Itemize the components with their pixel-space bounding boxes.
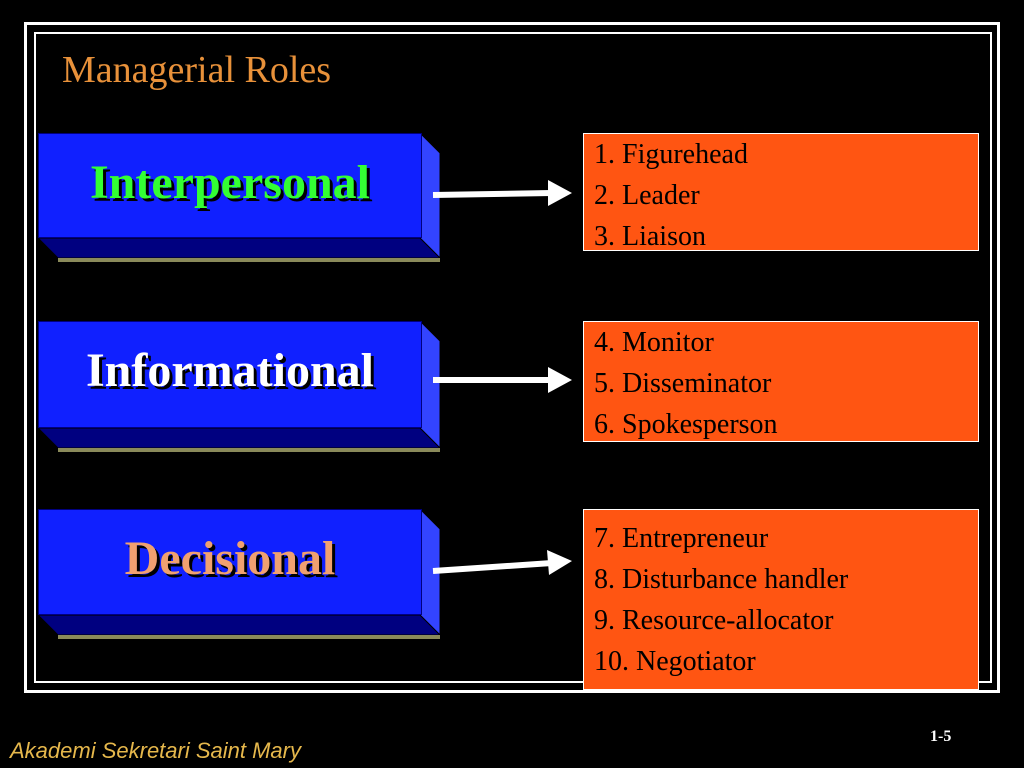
- arrow-3: [432, 550, 572, 575]
- role-label-interpersonal: Interpersonal: [90, 156, 370, 209]
- slide-title: Managerial Roles: [62, 49, 332, 91]
- footer-institution: Akademi Sekretari Saint Mary: [10, 738, 301, 763]
- list-item: 1. Figurehead: [594, 139, 748, 170]
- role-box-bevel-2: [36, 319, 442, 452]
- role-box-face: [38, 509, 422, 615]
- list-item: 8. Disturbance handler: [594, 564, 849, 595]
- role-box-bevel-3: [36, 507, 442, 639]
- slide-outer-frame: [24, 22, 1000, 693]
- role-label-decisional: Decisional: [124, 532, 336, 585]
- list-item: 5. Disseminator: [594, 368, 772, 399]
- list-item: 3. Liaison: [594, 221, 706, 252]
- list-item: 6. Spokesperson: [594, 409, 778, 440]
- role-box-face: [38, 321, 422, 428]
- role-list-decisional: 7. Entrepreneur 8. Disturbance handler 9…: [583, 509, 979, 690]
- role-box-face: [38, 133, 422, 238]
- list-item: 10. Negotiator: [594, 646, 756, 677]
- role-box-bevel-1: [36, 131, 442, 262]
- arrow-1: [432, 180, 572, 206]
- list-item: 4. Monitor: [594, 327, 714, 358]
- role-label-informational: Informational: [86, 344, 374, 397]
- slide-inner-frame: [34, 32, 992, 683]
- list-item: 2. Leader: [594, 180, 700, 211]
- list-item: 7. Entrepreneur: [594, 523, 769, 554]
- role-list-interpersonal: 1. Figurehead 2. Leader 3. Liaison: [583, 133, 979, 252]
- role-list-informational: 4. Monitor 5. Disseminator 6. Spokespers…: [583, 321, 979, 442]
- arrow-2: [433, 367, 572, 393]
- page-number: 1-5: [930, 728, 952, 745]
- list-item: 9. Resource-allocator: [594, 605, 834, 636]
